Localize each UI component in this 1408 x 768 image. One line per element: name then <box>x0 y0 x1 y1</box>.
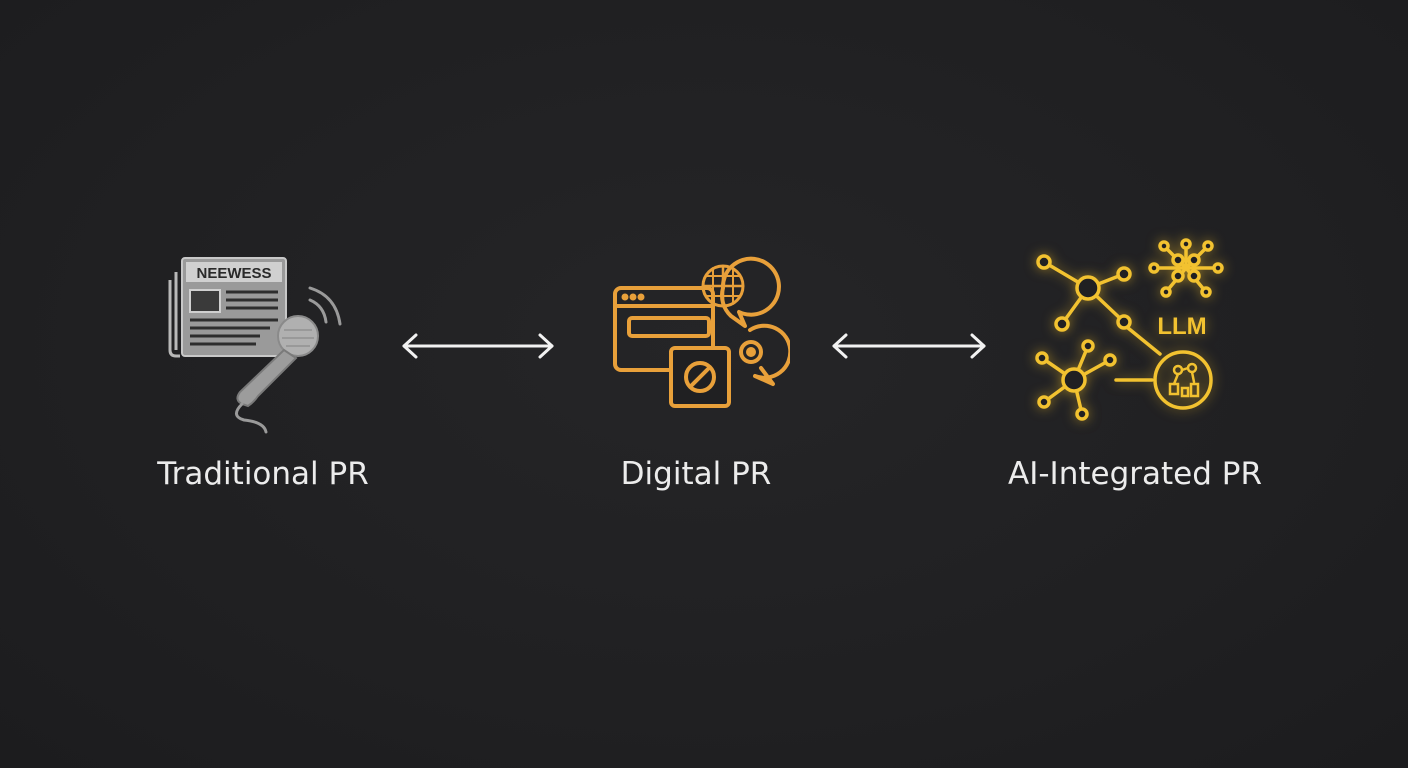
bidirectional-arrow-icon <box>402 333 554 359</box>
newspaper-microphone-icon: NEEWESS <box>168 257 342 434</box>
llm-badge: LLM <box>1157 313 1206 340</box>
stage-label-digital: Digital PR <box>620 456 772 492</box>
newspaper-masthead: NEEWESS <box>196 265 271 282</box>
network-graph-llm-icon: LLM <box>1035 238 1224 421</box>
browser-chat-bubbles-icon <box>613 256 790 408</box>
stage-label-traditional: Traditional PR <box>157 456 369 492</box>
stage-label-ai-integrated: AI-Integrated PR <box>1008 456 1262 492</box>
bidirectional-arrow-icon <box>832 333 986 359</box>
